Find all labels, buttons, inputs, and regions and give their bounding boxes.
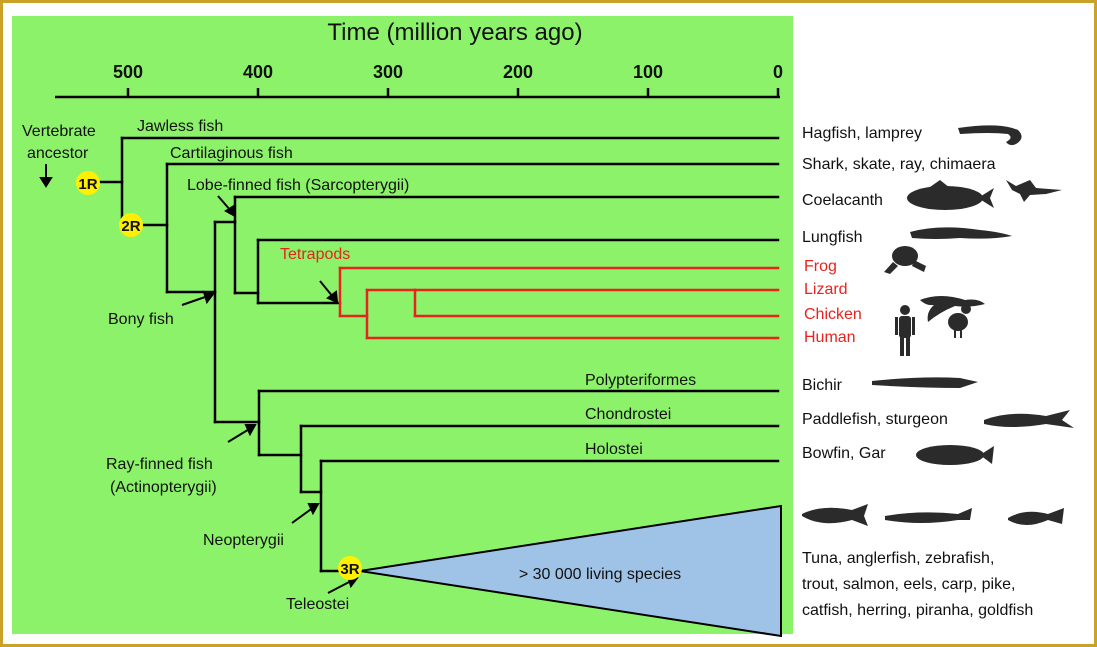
- taxon-teleosts-line2: trout, salmon, eels, carp, pike,: [802, 576, 1015, 593]
- axis-title: Time (million years ago): [327, 19, 582, 46]
- ancestor-label-line1: Vertebrate: [22, 123, 96, 140]
- marker-2r: 2R: [119, 213, 143, 237]
- cartilaginous-label: Cartilaginous fish: [170, 145, 293, 162]
- axis-tick-label: 200: [503, 62, 533, 82]
- tetrapods-label: Tetrapods: [280, 246, 350, 263]
- taxon-shark: Shark, skate, ray, chimaera: [802, 156, 996, 173]
- living-species-label: > 30 000 living species: [519, 566, 681, 583]
- polypteriformes-label: Polypteriformes: [585, 372, 696, 389]
- holostei-label: Holostei: [585, 441, 643, 458]
- axis-tick-label: 300: [373, 62, 403, 82]
- taxon-human: Human: [804, 329, 856, 346]
- chondrostei-label: Chondrostei: [585, 406, 671, 423]
- taxon-frog: Frog: [804, 258, 837, 275]
- taxon-bichir: Bichir: [802, 377, 843, 394]
- taxon-coelacanth: Coelacanth: [802, 192, 883, 209]
- bony-fish-label: Bony fish: [108, 311, 174, 328]
- taxon-lungfish: Lungfish: [802, 229, 863, 246]
- axis-tick-label: 100: [633, 62, 663, 82]
- taxon-lizard: Lizard: [804, 281, 848, 298]
- jawless-label: Jawless fish: [137, 118, 223, 135]
- svg-text:2R: 2R: [121, 218, 140, 235]
- lobe-finned-label: Lobe-finned fish (Sarcopterygii): [187, 177, 409, 194]
- axis-tick-label: 400: [243, 62, 273, 82]
- ray-finned-label-line1: Ray-finned fish: [106, 456, 213, 473]
- taxon-teleosts-line1: Tuna, anglerfish, zebrafish,: [802, 550, 994, 567]
- ray-finned-label-line2: (Actinopterygii): [110, 479, 217, 496]
- axis-tick-label: 500: [113, 62, 143, 82]
- marker-3r: 3R: [338, 556, 362, 580]
- ancestor-label-line2: ancestor: [27, 145, 89, 162]
- teleostei-label: Teleostei: [286, 596, 349, 613]
- axis-tick-label: 0: [773, 62, 783, 82]
- neopterygii-label: Neopterygii: [203, 532, 284, 549]
- taxon-hagfish: Hagfish, lamprey: [802, 125, 922, 142]
- marker-1r: 1R: [76, 171, 100, 195]
- taxon-bowfin: Bowfin, Gar: [802, 445, 886, 462]
- taxon-teleosts-line3: catfish, herring, piranha, goldfish: [802, 602, 1033, 619]
- taxon-paddlefish: Paddlefish, sturgeon: [802, 411, 948, 428]
- svg-text:1R: 1R: [78, 176, 97, 193]
- taxon-chicken: Chicken: [804, 306, 862, 323]
- svg-text:3R: 3R: [340, 561, 359, 578]
